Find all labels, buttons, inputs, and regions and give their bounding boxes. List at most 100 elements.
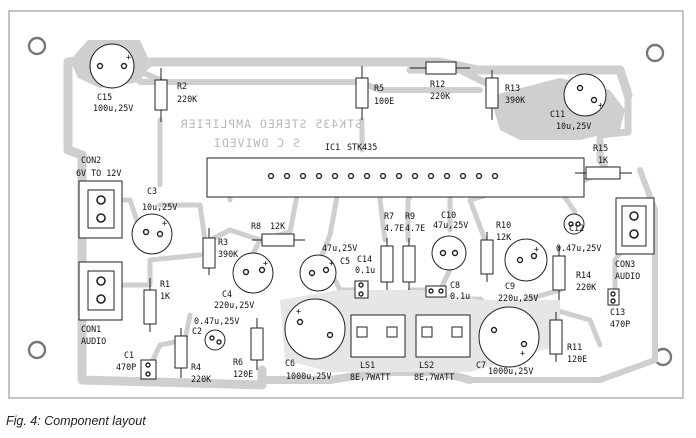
pad	[242, 268, 250, 276]
c9-value: 220u,25V	[498, 293, 538, 303]
r14-ref: R14	[576, 270, 591, 280]
pad	[96, 294, 106, 304]
ic-pin	[315, 172, 323, 180]
c12-value: 0.47u,25V	[556, 243, 601, 253]
r13-ref: R13	[505, 83, 520, 93]
c7-ref: C7	[476, 360, 486, 370]
c12-ref: C12	[569, 223, 584, 233]
pad	[120, 62, 128, 70]
r10-ref: R10	[496, 220, 511, 230]
ic-pin	[475, 172, 483, 180]
pad	[96, 62, 104, 70]
pad	[96, 213, 106, 223]
r13-value: 390K	[505, 95, 526, 105]
c12-body	[563, 213, 585, 235]
mirrored-copper-text: STK435 STEREO AMPLIFIER S C DWIVEDI	[180, 117, 362, 150]
track-c1-r4	[145, 312, 193, 373]
mirrored-author: S C DWIVEDI	[213, 136, 300, 150]
con1-ref: CON1	[81, 324, 101, 334]
pad	[439, 249, 447, 257]
r2-value: 220K	[177, 94, 198, 104]
pad	[590, 96, 598, 104]
ceramic-caps	[140, 280, 620, 380]
r9-body	[402, 238, 416, 290]
c4-body	[232, 252, 274, 294]
ceramic-pads	[145, 282, 616, 377]
r11-ref: R11	[567, 342, 582, 352]
c11-value: 10u,25V	[556, 121, 591, 131]
r6-body	[250, 318, 264, 370]
ic-pin	[331, 172, 339, 180]
r3-ref: R3	[218, 237, 228, 247]
speaker-terminals	[350, 314, 471, 358]
pad	[358, 282, 364, 288]
r14-value: 220K	[576, 282, 597, 292]
resistor-bodies	[143, 61, 632, 378]
ls1-value: 8E,7WATT	[350, 372, 390, 382]
r15-ref: R15	[593, 143, 608, 153]
r3-body	[202, 228, 216, 275]
track-top-second	[137, 79, 483, 93]
r6-ref: R6	[233, 357, 243, 367]
ls2-ref: LS2	[419, 360, 434, 370]
c6-value: 1000u,25V	[286, 371, 331, 381]
c9-ref: C9	[505, 281, 515, 291]
r12-value: 220K	[430, 91, 451, 101]
ic-pin	[395, 172, 403, 180]
c7-value: 1000u,25V	[488, 366, 533, 376]
pad	[156, 230, 164, 238]
ic1-body	[206, 157, 585, 198]
c3-body	[131, 213, 173, 255]
r12-body	[410, 61, 470, 75]
c6-ref: C6	[285, 358, 295, 368]
ic-pin	[491, 172, 499, 180]
con3-value: AUDIO	[615, 271, 640, 281]
c6-body	[284, 298, 346, 360]
pad	[145, 362, 151, 368]
c15-body	[89, 43, 135, 89]
c5-body	[299, 254, 337, 292]
cap-pads	[96, 62, 598, 348]
track-c3-ic	[157, 202, 208, 243]
ic1-value: STK435	[347, 142, 377, 152]
r7-value: 4.7E	[384, 223, 404, 233]
r2-ref: R2	[177, 81, 187, 91]
mounting-hole	[27, 36, 47, 56]
r11-body	[549, 312, 563, 362]
c13-ref: C13	[610, 307, 625, 317]
pad	[438, 288, 444, 294]
pad	[629, 229, 639, 239]
plus-mark: +	[534, 244, 539, 254]
con1-value: AUDIO	[81, 336, 106, 346]
c14-body	[354, 280, 369, 299]
plus-mark: +	[162, 218, 167, 228]
ic1-pins	[267, 172, 499, 180]
pad	[145, 371, 151, 377]
c1-body	[140, 359, 157, 380]
polarity-marks: + + + + + + + +	[126, 52, 603, 358]
pad	[490, 326, 498, 334]
c13-body	[607, 288, 620, 306]
ic-pin	[427, 172, 435, 180]
pad	[216, 339, 222, 345]
pad	[96, 195, 106, 205]
c4-value: 220u,25V	[214, 300, 254, 310]
r7-body	[380, 238, 394, 290]
r2-body	[154, 68, 168, 122]
ic-pin	[267, 172, 275, 180]
pad	[326, 331, 334, 339]
r9-value: 4.7E	[405, 223, 425, 233]
pad	[516, 256, 524, 264]
connector-pads	[96, 195, 639, 304]
ic-pin	[459, 172, 467, 180]
pad	[610, 291, 616, 297]
mounting-hole	[645, 43, 665, 63]
pad	[576, 84, 584, 92]
r15-value: 1K	[598, 155, 609, 165]
c14-value: 0.1u	[355, 265, 375, 275]
c3-ref: C3	[147, 186, 157, 196]
connectors	[78, 180, 655, 321]
con2-value: 6V TO 12V	[76, 168, 121, 178]
c2-value: 0.47u,25V	[194, 316, 239, 326]
